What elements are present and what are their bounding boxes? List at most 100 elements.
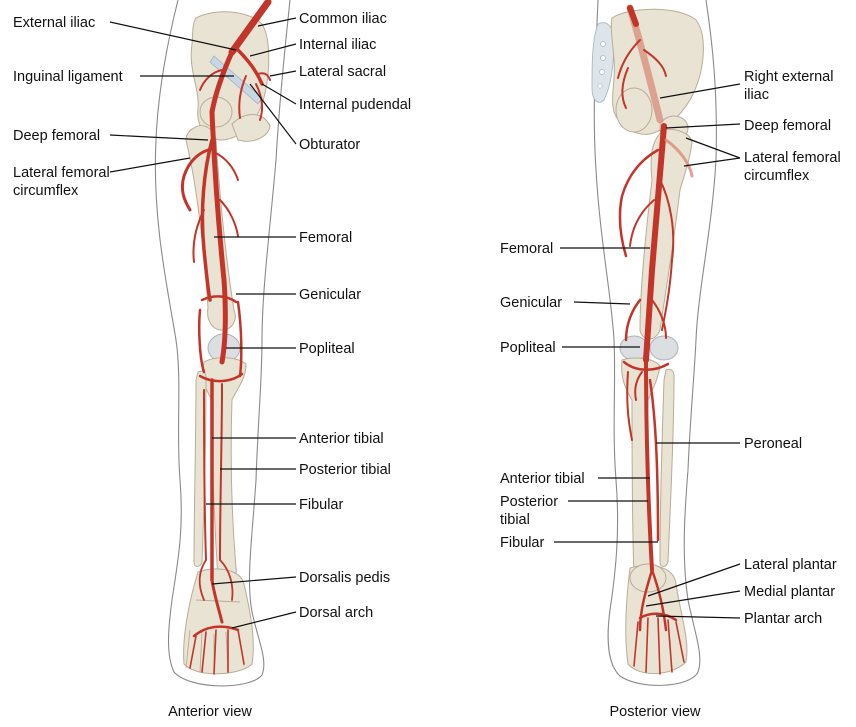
posterior-knee-condyle-lateral — [649, 335, 679, 361]
leader-external-iliac — [109, 21, 237, 51]
leader-posterior-genicular — [573, 301, 631, 305]
label-lateral-femoral-line1: Lateral femoral — [13, 165, 110, 181]
leader-medial-plantar — [645, 590, 741, 607]
label-lateral-plantar: Lateral plantar — [744, 557, 837, 573]
label-deep-femoral: Deep femoral — [13, 128, 100, 144]
anterior-lateral-femoral-circumflex-artery — [180, 148, 210, 212]
label-internal-iliac: Internal iliac — [299, 37, 376, 53]
label-anterior-tibial: Anterior tibial — [299, 431, 384, 447]
label-posterior-tibial: Posterior tibial — [299, 462, 391, 478]
leader-right-external-iliac — [659, 83, 741, 99]
leader-posterior-lateral-femoral-1 — [685, 137, 741, 159]
leader-dorsal-arch — [231, 611, 297, 629]
anterior-dorsal-arch-artery — [192, 625, 240, 638]
leader-lateral-plantar — [647, 563, 741, 597]
posterior-view: Right external iliac Deep femoral Latera… — [500, 0, 841, 720]
anterior-circumflex-branch — [213, 151, 239, 181]
label-fibular: Fibular — [299, 497, 343, 513]
anterior-external-iliac-artery — [209, 49, 235, 115]
anterior-internal-pudendal-artery — [255, 83, 264, 121]
anterior-genicular-ring — [197, 295, 243, 378]
posterior-ischium — [615, 87, 653, 133]
leader-deep-femoral — [109, 134, 209, 141]
label-femoral: Femoral — [299, 230, 352, 246]
leader-common-iliac — [257, 17, 297, 27]
label-posterior-lateral-femoral-line1: Lateral femoral — [744, 150, 841, 166]
label-posterior-fibular: Fibular — [500, 535, 544, 551]
posterior-posterior-tibial-artery — [644, 358, 654, 572]
anterior-posterior-tibial-artery — [219, 383, 223, 561]
label-external-iliac: External iliac — [13, 15, 95, 31]
posterior-plantar-digital-arteries — [633, 617, 685, 675]
label-common-iliac: Common iliac — [299, 11, 387, 27]
posterior-plantar-arch-artery — [638, 612, 678, 622]
anterior-deep-femoral-artery — [200, 138, 214, 302]
posterior-foot — [625, 564, 688, 675]
leader-plantar-arch — [655, 615, 741, 619]
posterior-perforating-branch-2 — [629, 199, 655, 247]
posterior-calf-branch — [626, 371, 633, 441]
label-dorsal-arch: Dorsal arch — [299, 605, 373, 621]
posterior-perforating-branch-3 — [659, 179, 675, 331]
posterior-leader-lines — [554, 83, 741, 619]
anterior-obturator-artery — [238, 75, 247, 119]
anterior-fibular-artery — [203, 389, 207, 561]
anterior-ankle-branches — [198, 559, 234, 601]
posterior-view-caption: Posterior view — [609, 704, 701, 720]
label-posterior-anterior-tibial: Anterior tibial — [500, 471, 585, 487]
label-inguinal-ligament: Inguinal ligament — [13, 69, 123, 85]
anterior-leader-lines — [109, 17, 297, 629]
label-internal-pudendal: Internal pudendal — [299, 97, 411, 113]
label-posterior-femoral: Femoral — [500, 241, 553, 257]
label-posterior-posterior-tibial-line1: Posterior — [500, 494, 558, 510]
leader-dorsalis-pedis — [211, 576, 297, 585]
label-genicular: Genicular — [299, 287, 361, 303]
posterior-gluteal-branch-1 — [617, 39, 641, 79]
posterior-lateral-femoral-circumflex-artery — [664, 138, 694, 178]
label-posterior-lateral-femoral-line2: circumflex — [744, 168, 810, 184]
anterior-iliac-branch — [199, 69, 223, 91]
posterior-arteries — [617, 4, 694, 675]
posterior-sacrum — [591, 22, 615, 103]
anterior-arteries — [180, 0, 272, 675]
anterior-knee-ring-lower — [198, 372, 244, 383]
posterior-leg-outline — [593, 0, 717, 686]
anterior-labels: External iliac Inguinal ligament Deep fe… — [13, 11, 411, 621]
posterior-anterior-tibial-artery — [634, 371, 643, 401]
posterior-gluteal-branch-2 — [643, 49, 667, 77]
leader-obturator — [249, 83, 297, 145]
label-right-external-iliac-line2: iliac — [744, 87, 769, 103]
posterior-peroneal-artery — [648, 378, 660, 542]
label-posterior-posterior-tibial-line2: tibial — [500, 512, 530, 528]
label-posterior-popliteal: Popliteal — [500, 340, 556, 356]
anterior-digital-arteries — [189, 629, 245, 675]
anterior-view-caption: Anterior view — [168, 704, 252, 720]
posterior-genicular-branch — [624, 298, 642, 342]
label-dorsalis-pedis: Dorsalis pedis — [299, 570, 390, 586]
label-plantar-arch: Plantar arch — [744, 611, 822, 627]
label-medial-plantar: Medial plantar — [744, 584, 835, 600]
leader-posterior-deep-femoral — [665, 123, 741, 129]
leader-internal-pudendal — [261, 83, 297, 105]
label-posterior-deep-femoral: Deep femoral — [744, 118, 831, 134]
posterior-sacral-foramina — [597, 41, 606, 89]
leader-lateral-femoral-circumflex — [109, 157, 191, 173]
leader-posterior-lateral-femoral-2 — [683, 157, 741, 167]
anterior-internal-iliac-artery — [234, 46, 264, 86]
label-lateral-sacral: Lateral sacral — [299, 64, 386, 80]
posterior-perforating-branch-1 — [618, 148, 660, 258]
anterior-view: External iliac Inguinal ligament Deep fe… — [13, 0, 411, 720]
label-popliteal: Popliteal — [299, 341, 355, 357]
posterior-gluteal-branch-3 — [621, 67, 629, 109]
label-right-external-iliac-line1: Right external — [744, 69, 833, 85]
posterior-plantar-arteries — [638, 568, 668, 632]
anterior-lateral-sacral-artery — [257, 72, 271, 81]
anterior-thigh-branch-2 — [192, 209, 205, 263]
label-peroneal: Peroneal — [744, 436, 802, 452]
posterior-genicular-branch-2 — [651, 299, 667, 339]
label-posterior-genicular: Genicular — [500, 295, 562, 311]
posterior-fibula — [659, 368, 675, 567]
label-lateral-femoral-line2: circumflex — [13, 183, 79, 199]
